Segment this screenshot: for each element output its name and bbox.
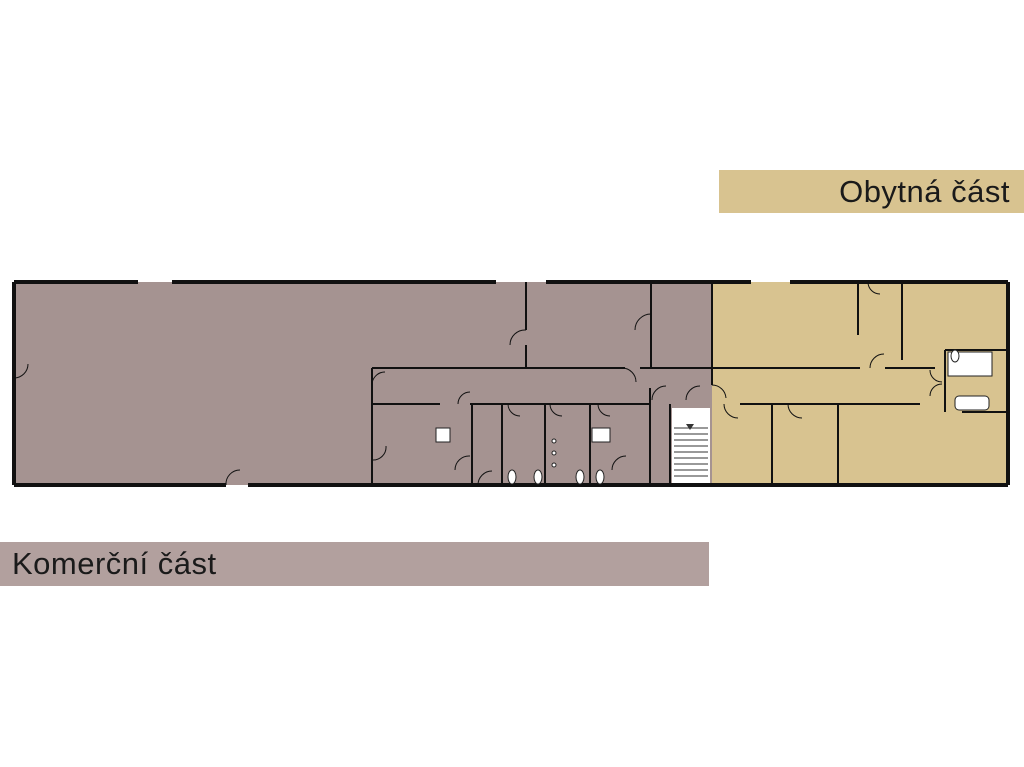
stair-treads xyxy=(674,427,708,477)
door-swings xyxy=(13,281,943,486)
residential-area xyxy=(712,282,1008,485)
residential-zone-label-text: Obytná část xyxy=(839,173,1010,209)
bathroom xyxy=(947,351,993,377)
interior-walls xyxy=(371,282,1008,485)
toilets xyxy=(435,349,960,485)
bathtub xyxy=(954,395,990,411)
stair-arrow-icon xyxy=(686,424,694,430)
outer-walls xyxy=(12,280,1010,487)
commercial-zone-label-text: Komerční část xyxy=(12,546,217,581)
commercial-area xyxy=(14,282,712,485)
residential-zone-label: Obytná část xyxy=(719,170,1024,213)
commercial-zone-label: Komerční část xyxy=(0,542,709,586)
sinks xyxy=(551,438,557,468)
